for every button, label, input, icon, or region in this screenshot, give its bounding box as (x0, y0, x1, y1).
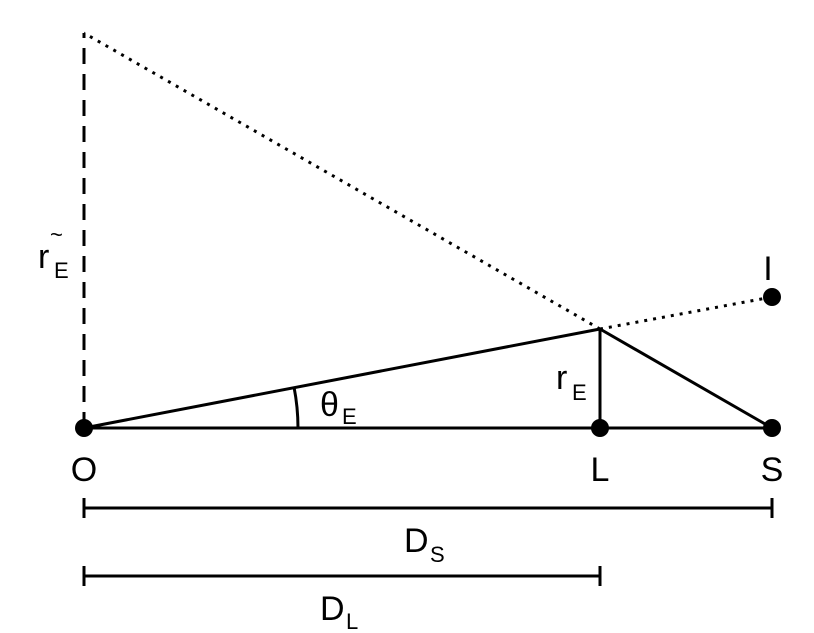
angle-base: θ (320, 386, 339, 424)
source-distance-subscript: S (430, 542, 445, 567)
projected-radius-subscript: E (54, 258, 69, 283)
angle-subscript: E (342, 404, 357, 429)
projected-einstein-radius-label: r ~ E (38, 222, 69, 283)
lens-distance-base: D (320, 590, 345, 628)
image-label: I (763, 250, 772, 288)
deflection-to-source-line (599, 327, 773, 430)
observer-label: O (71, 451, 97, 489)
einstein-radius-label: r E (556, 359, 587, 405)
projection-dotted-line (83, 31, 601, 331)
projected-radius-tilde: ~ (50, 222, 63, 247)
lens-label: L (591, 451, 610, 489)
lens-distance-subscript: L (346, 609, 358, 633)
source-point (763, 419, 781, 437)
einstein-radius-base: r (556, 359, 567, 397)
observer-to-deflection-line (83, 327, 601, 430)
lens-point (591, 419, 609, 437)
observer-point (75, 419, 93, 437)
source-label: S (761, 451, 784, 489)
image-point (763, 288, 781, 306)
einstein-radius-subscript: E (572, 380, 587, 405)
projected-radius-base: r (38, 238, 49, 276)
deflection-to-image-dotted-line (599, 295, 773, 331)
angle-arc (292, 386, 300, 429)
lens-distance-label: D L (320, 590, 358, 633)
angle-label: θ E (320, 386, 357, 429)
source-distance-label: D S (404, 522, 445, 567)
source-distance-base: D (404, 522, 429, 560)
